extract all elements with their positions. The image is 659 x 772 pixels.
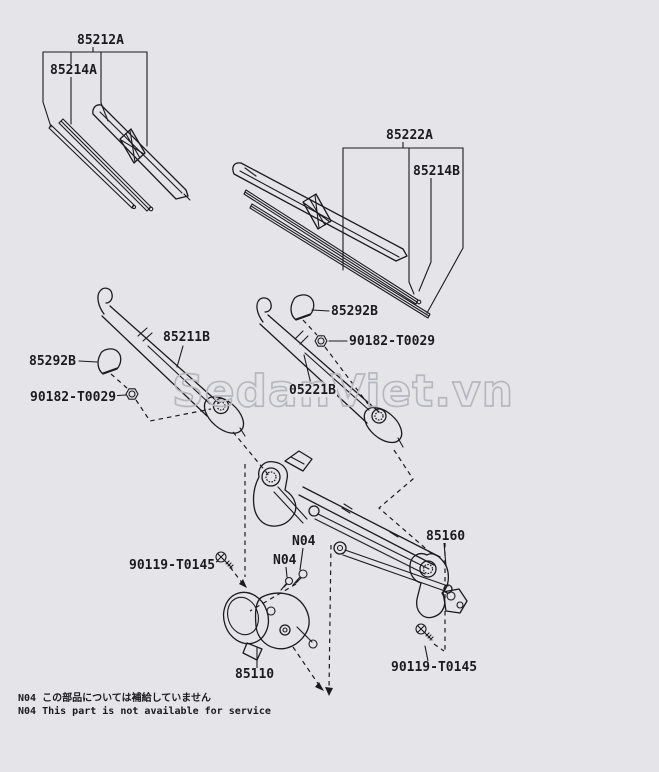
part-label-05221b[interactable]: 05221B [288, 383, 337, 398]
part-label-90182-t0029-right[interactable]: 90182-T0029 [348, 334, 437, 349]
wiper-blade-2-drawing [232, 162, 431, 319]
wiper-blade-1-drawing [48, 104, 191, 212]
part-label-90182-t0029-left[interactable]: 90182-T0029 [29, 390, 118, 405]
part-label-85214a[interactable]: 85214A [49, 63, 98, 78]
arm-nut-left-drawing [125, 388, 139, 400]
n04-flag-lower[interactable]: N04 [272, 553, 298, 568]
wiper-motor-drawing [222, 591, 318, 661]
n04-bolts-drawing [280, 569, 308, 591]
mount-bolt-right-drawing [415, 623, 434, 641]
assembly-dashed-lines [110, 319, 446, 691]
mount-bolt-left-drawing [215, 551, 234, 569]
watermark: SedanViet.vn [172, 366, 514, 417]
part-label-85292b-right[interactable]: 85292B [330, 304, 379, 319]
wiper-arm-left-drawing [97, 287, 246, 437]
leader-lines [78, 309, 447, 669]
part-label-85214b[interactable]: 85214B [412, 164, 461, 179]
part-label-85292b-left[interactable]: 85292B [28, 354, 77, 369]
blade2-bracket-lines [342, 140, 464, 314]
part-label-90119-t0145-left[interactable]: 90119-T0145 [128, 558, 217, 573]
part-label-85110[interactable]: 85110 [234, 667, 276, 682]
footnote-en: N04 This part is not available for servi… [18, 706, 271, 717]
part-label-85212a[interactable]: 85212A [76, 33, 125, 48]
arm-head-cap-left-drawing [97, 348, 122, 375]
blade1-bracket-lines [42, 46, 148, 147]
part-label-85160[interactable]: 85160 [425, 529, 467, 544]
wiper-linkage-drawing [252, 450, 468, 619]
n04-flag-upper[interactable]: N04 [291, 534, 317, 549]
arm-head-cap-right-drawing [290, 294, 315, 321]
footnote-jp: N04 この部品については補給していません [18, 693, 211, 704]
part-label-85211b[interactable]: 85211B [162, 330, 211, 345]
arm-nut-right-drawing [314, 335, 328, 347]
wiper-arm-right-drawing [256, 297, 404, 448]
arrowheads [239, 579, 333, 696]
part-label-85222a[interactable]: 85222A [385, 128, 434, 143]
part-label-90119-t0145-right[interactable]: 90119-T0145 [390, 660, 479, 675]
